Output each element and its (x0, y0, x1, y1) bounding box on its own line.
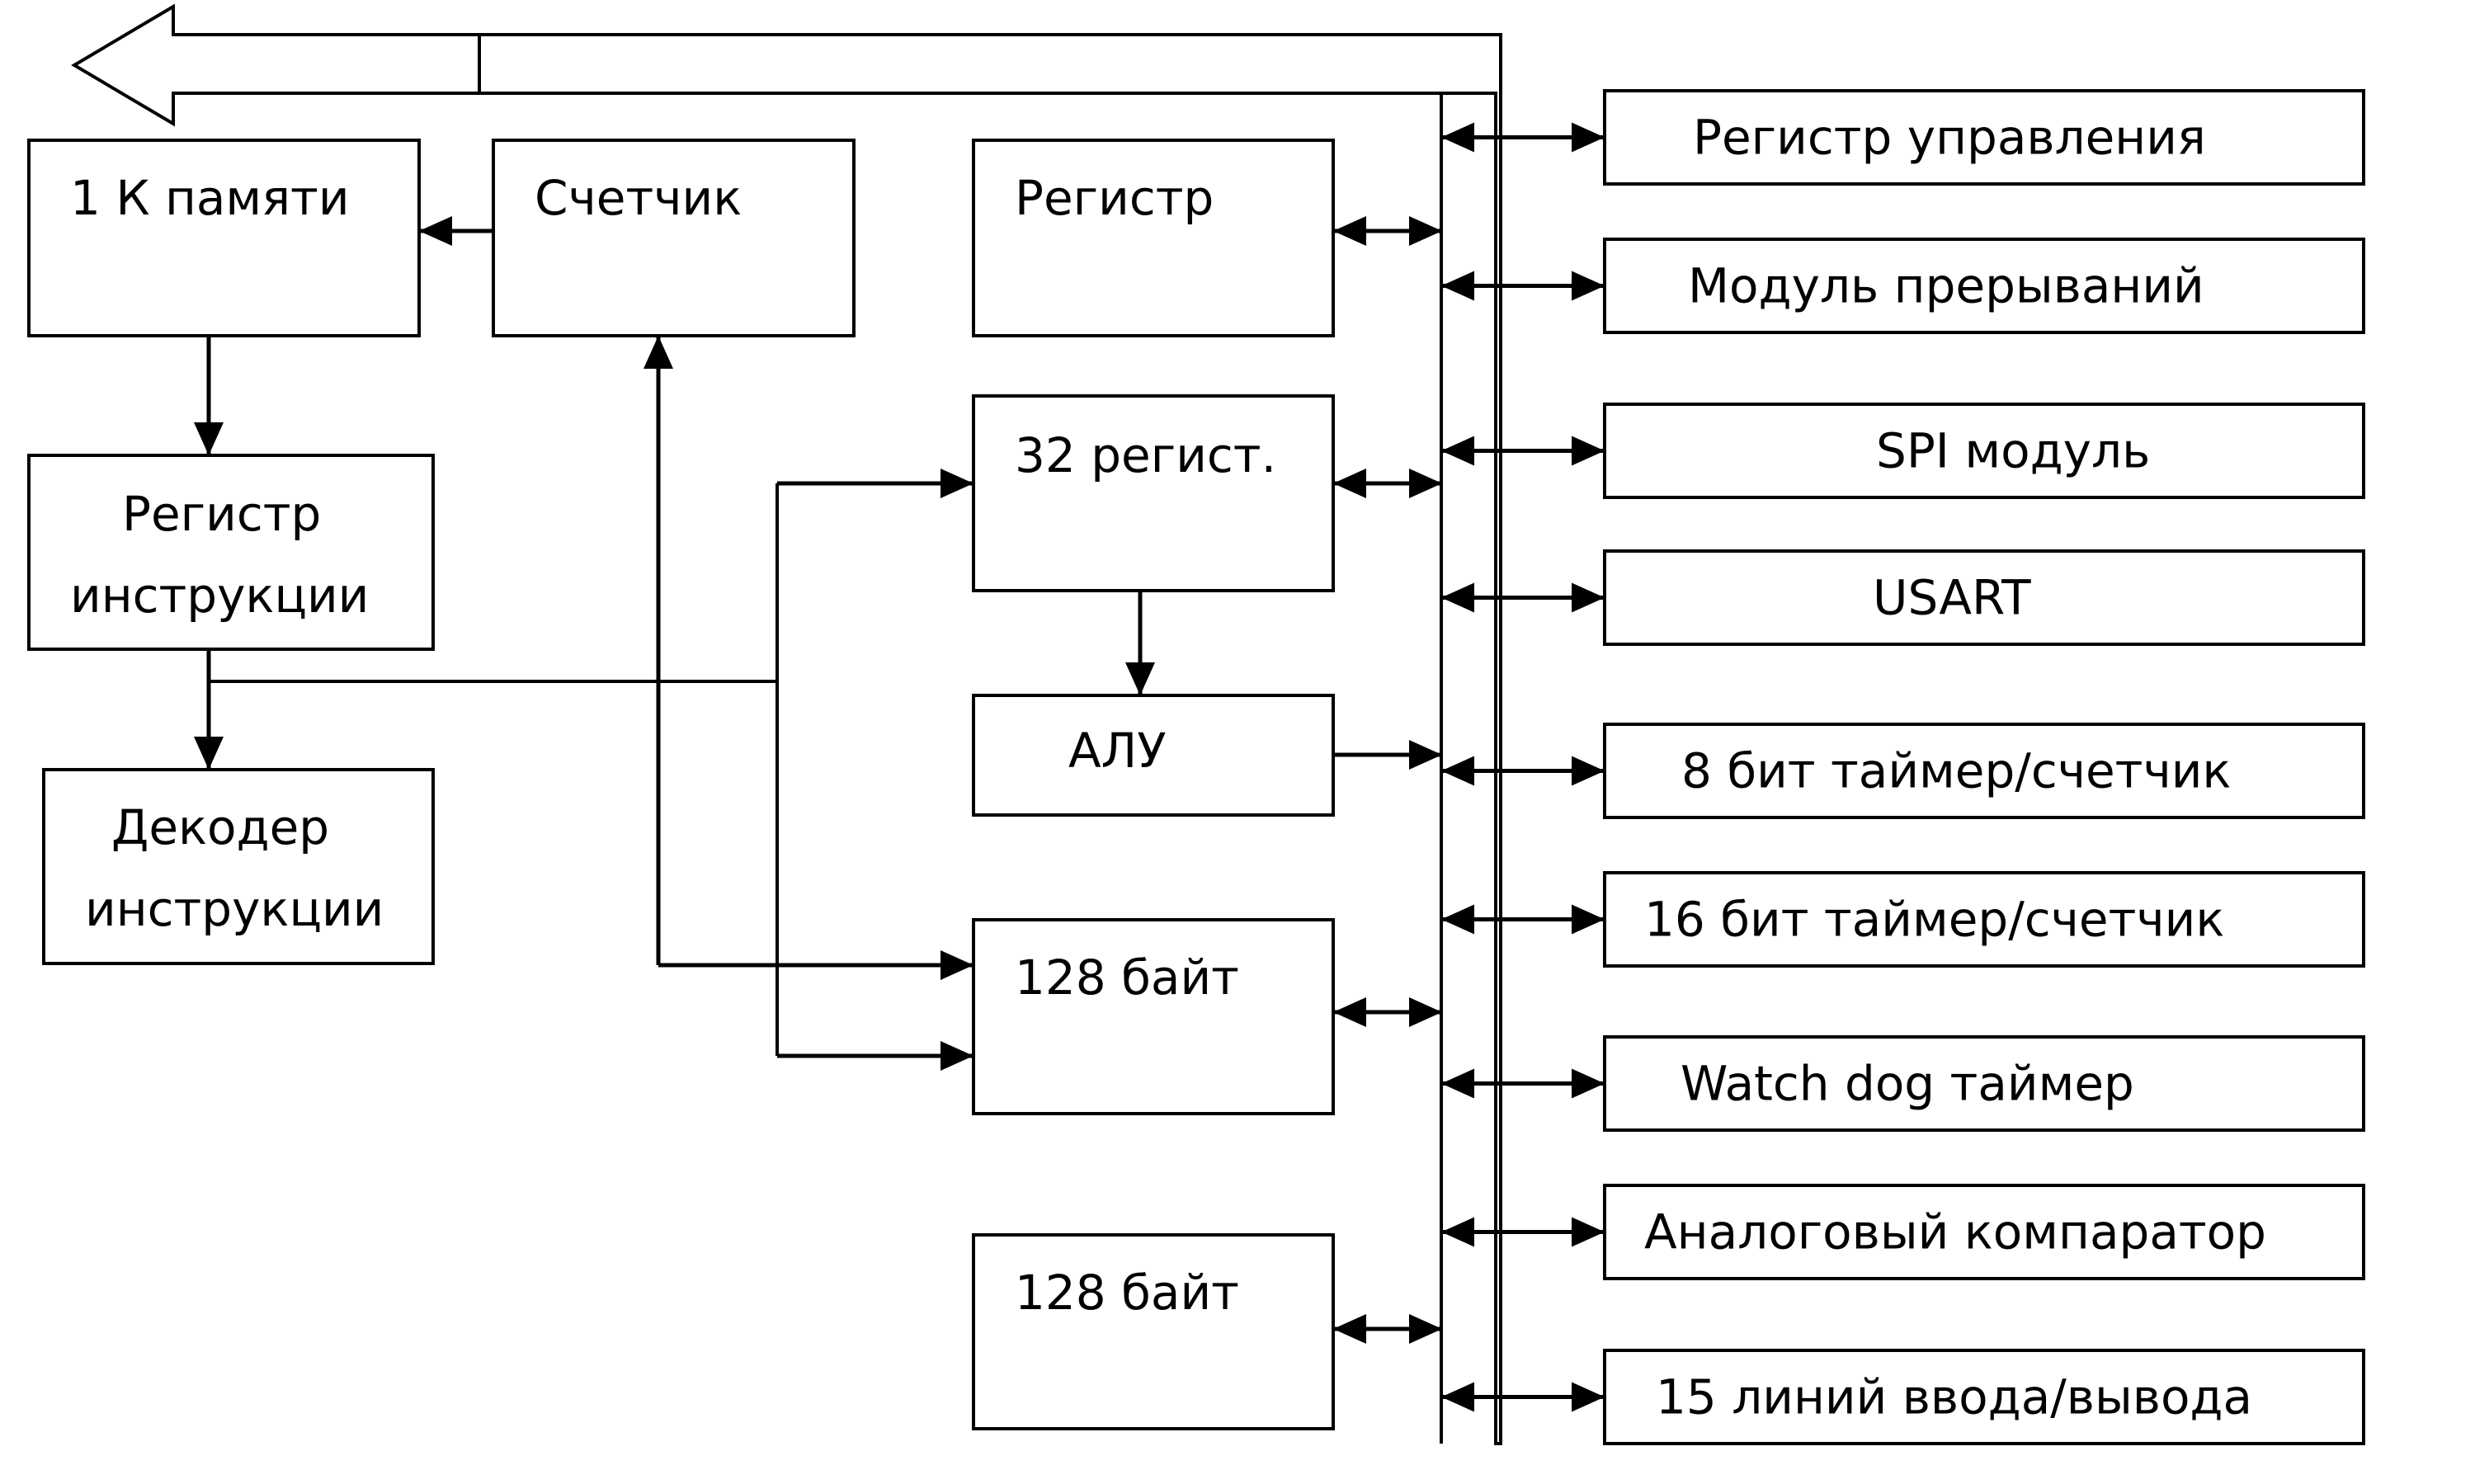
peripheral-item: Модуль прерываний (1441, 238, 2365, 334)
instruction-register-label-line1: Регистр (122, 486, 321, 542)
memory-label: 1 К памяти (70, 170, 350, 226)
peripheral-box (1603, 1184, 2365, 1280)
memory-block: 1 К памяти (27, 139, 421, 337)
peripheral-label: Регистр управления (1693, 110, 2206, 166)
peripheral-label: 16 бит таймер/счетчик (1644, 892, 2224, 948)
instruction-decoder-label-line2: инструкции (85, 881, 384, 937)
peripheral-item: 15 линий ввода/вывода (1441, 1349, 2365, 1445)
peripheral-label: SPI модуль (1876, 423, 2150, 479)
peripheral-item: USART (1441, 549, 2365, 646)
peripheral-label: 8 бит таймер/счетчик (1681, 743, 2231, 799)
peripheral-item: Регистр управления (1441, 89, 2365, 186)
peripheral-item: Аналоговый компаратор (1441, 1184, 2365, 1280)
peripheral-item: SPI модуль (1441, 403, 2365, 499)
eeprom-block: 128 байт (972, 1233, 1335, 1430)
peripheral-item: 16 бит таймер/счетчик (1441, 871, 2365, 968)
ram-block: 128 байт (972, 918, 1335, 1115)
peripheral-label: Watch dog таймер (1681, 1056, 2134, 1112)
instruction-decoder-label-line1: Декодер (111, 799, 329, 855)
eeprom-label: 128 байт (1015, 1265, 1239, 1321)
peripheral-item: Watch dog таймер (1441, 1035, 2365, 1132)
registers-32-block: 32 регист. (972, 394, 1335, 592)
counter-block: Счетчик (492, 139, 856, 337)
peripheral-box (1603, 403, 2365, 499)
alu-block: АЛУ (972, 694, 1335, 817)
peripheral-box (1603, 871, 2365, 968)
registers-32-label: 32 регист. (1015, 427, 1276, 483)
peripheral-box (1603, 238, 2365, 334)
peripheral-label: 15 линий ввода/вывода (1656, 1369, 2252, 1425)
peripheral-label: Модуль прерываний (1688, 258, 2204, 314)
instruction-decoder-block: Декодер инструкции (42, 768, 435, 965)
alu-label: АЛУ (1068, 723, 1167, 779)
register-block: Регистр (972, 139, 1335, 337)
instruction-register-block: Регистр инструкции (27, 454, 435, 651)
peripheral-item: 8 бит таймер/счетчик (1441, 723, 2365, 819)
instruction-register-label-line2: инструкции (70, 568, 369, 624)
peripheral-box (1603, 1035, 2365, 1132)
counter-label: Счетчик (535, 170, 742, 226)
peripheral-label: Аналоговый компаратор (1644, 1204, 2266, 1260)
ram-label: 128 байт (1015, 949, 1239, 1006)
peripheral-box (1603, 1349, 2365, 1445)
peripheral-box (1603, 723, 2365, 819)
peripheral-label: USART (1873, 570, 2031, 626)
peripheral-box (1603, 89, 2365, 186)
peripheral-box (1603, 549, 2365, 646)
register-label: Регистр (1015, 170, 1214, 226)
